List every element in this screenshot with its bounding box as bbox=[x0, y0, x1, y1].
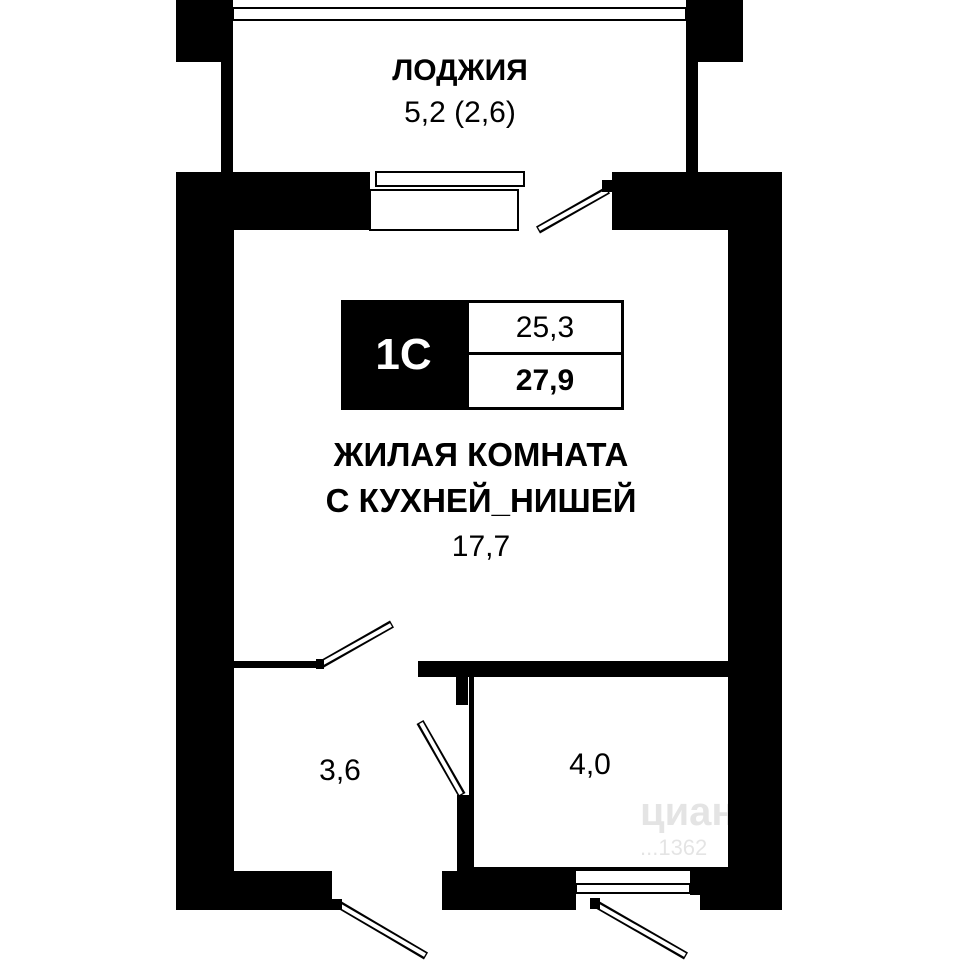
loggia-area: 5,2 (2,6) bbox=[404, 96, 516, 129]
entrance-door-right-frame bbox=[575, 883, 691, 894]
partition-hall-top bbox=[418, 661, 728, 677]
wall-right bbox=[728, 172, 782, 910]
wall-bottom-left bbox=[176, 871, 332, 910]
hallway-area: 4,0 bbox=[569, 748, 611, 781]
wall-bottom-right bbox=[700, 895, 782, 910]
total-area-value: 27,9 bbox=[466, 355, 624, 410]
living-room-name-line1: ЖИЛАЯ КОМНАТА bbox=[333, 436, 629, 473]
wall-bottom-mid bbox=[442, 871, 576, 910]
window-main-inner bbox=[369, 189, 519, 231]
bathroom-area: 3,6 bbox=[319, 754, 361, 787]
loggia-side-left bbox=[221, 62, 233, 172]
partition-vertical-thin bbox=[469, 677, 474, 871]
window-main-outer bbox=[375, 171, 525, 187]
wall-bottom-right-upper bbox=[690, 871, 728, 895]
loggia-glazing bbox=[232, 7, 687, 21]
living-room-area: 17,7 bbox=[451, 530, 511, 563]
partition-stub bbox=[456, 661, 468, 705]
apartment-type-badge: 1С bbox=[341, 300, 466, 410]
loggia-name: ЛОДЖИЯ bbox=[392, 54, 528, 87]
partition-vertical bbox=[457, 795, 469, 871]
living-area-value: 25,3 bbox=[466, 300, 624, 355]
living-room-name-line2: С КУХНЕЙ_НИШЕЙ bbox=[325, 482, 637, 519]
loggia-pier-left bbox=[176, 0, 233, 62]
cian-logo-icon: циан bbox=[640, 790, 736, 834]
watermark-id: ...1362 bbox=[640, 835, 708, 860]
loggia-side-right bbox=[686, 62, 698, 172]
partition-hall-inner bbox=[474, 867, 728, 871]
wall-left bbox=[176, 172, 234, 910]
watermark: циан ...1362 bbox=[640, 790, 840, 880]
partition-bath-top bbox=[234, 661, 320, 668]
loggia-pier-right bbox=[686, 0, 743, 62]
